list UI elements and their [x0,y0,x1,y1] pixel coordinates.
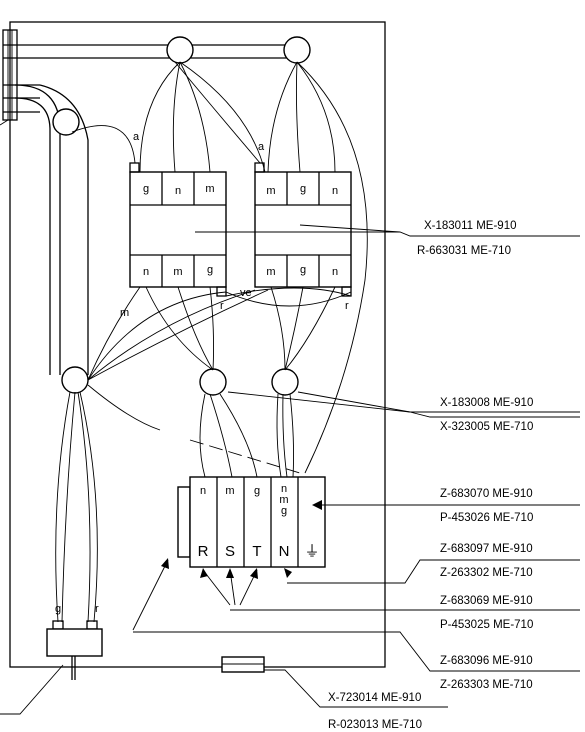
terminal-label: n [143,266,149,278]
wires-element-bottom [87,286,352,381]
part-number: Z-263302 ME-710 [440,567,533,579]
grommet-left-mid [61,366,89,394]
terminal-label: m [266,266,275,278]
terminal-top-label: g [281,505,287,517]
terminal-label: n [332,185,338,197]
wire-label: a [258,141,265,153]
phase-label: R [198,543,209,560]
terminal-label: m [266,185,275,197]
part-number: X-323005 ME-710 [440,421,533,433]
terminal-label: m [173,266,182,278]
terminal-top-label: m [279,494,288,506]
leader-lines [0,224,580,715]
wires-to-terminal [199,393,295,478]
bottom-connector [46,620,103,680]
grommet-top-left [166,36,194,64]
part-number: Z-263303 ME-710 [440,679,533,691]
grommet-center-right [271,368,299,396]
terminal-label: g [143,183,149,195]
part-number: P-453025 ME-710 [440,619,533,631]
part-number: R-663031 ME-710 [417,245,511,257]
part-number: Z-683096 ME-910 [440,655,533,667]
part-number: R-023013 ME-710 [328,719,422,731]
wires-conduit-down [55,384,301,623]
wire-label: m [120,307,129,319]
part-number: X-183008 ME-910 [440,397,533,409]
mounting-bracket [0,29,175,126]
wires-top-left [71,61,368,474]
wire-label: r [220,300,224,312]
cable-conduit [14,84,61,375]
part-number-group: X-183011 ME-910 R-663031 ME-710 X-183008… [328,220,533,731]
wire-label: a [133,131,140,143]
part-number: Z-683097 ME-910 [440,543,533,555]
heating-element-left: g n m n m g [129,162,227,297]
terminal-label: n [332,266,338,278]
phase-label: T [252,543,261,560]
terminal-top-label: n [281,483,287,495]
terminal-top-label: m [225,485,234,497]
terminal-label: m [205,183,214,195]
terminal-top-label: g [254,485,260,497]
terminal-label: g [300,264,306,276]
cable-gland [221,656,265,673]
ground-icon: ⏚ [304,543,319,560]
phase-label: S [225,543,235,560]
terminal-arrows [132,559,258,631]
part-number: X-723014 ME-910 [328,692,421,704]
cabinet-outline [9,21,386,668]
wire-label: g [55,603,61,615]
terminal-block: n m g n m g R S T N ⏚ [177,476,326,568]
grommet-conduit [52,108,80,136]
terminal-label: g [207,264,213,276]
arrow-heads [161,500,322,579]
terminal-label: n [175,185,181,197]
part-number: Z-683070 ME-910 [440,488,533,500]
grommet-center-left [199,368,227,396]
wire-label: r [95,603,99,615]
wire-label: r [345,300,349,312]
part-number: Z-683069 ME-910 [440,595,533,607]
terminal-top-label: n [200,485,206,497]
grommet-top-right [283,36,311,64]
phase-label: N [279,543,290,560]
part-number: P-453026 ME-710 [440,512,533,524]
part-number: X-183011 ME-910 [424,220,516,232]
terminal-label: g [300,183,306,195]
heating-element-right: m g n m g n [254,162,352,297]
